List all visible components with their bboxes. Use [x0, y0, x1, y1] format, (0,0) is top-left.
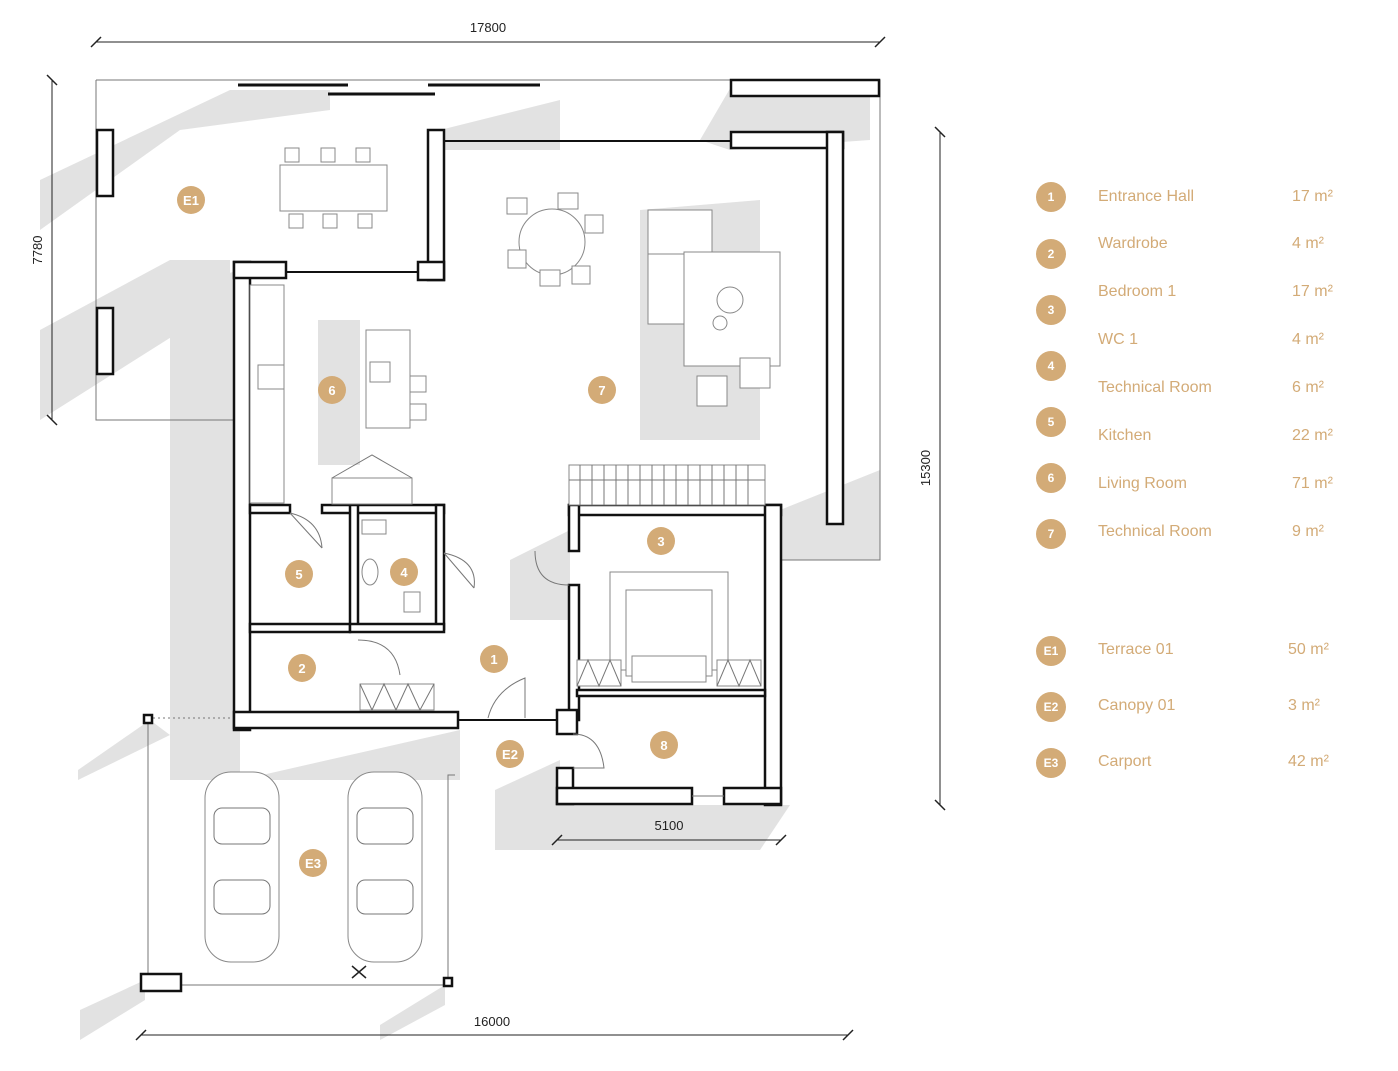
- badge-4: [390, 558, 418, 586]
- legend-name: Kitchen: [1098, 427, 1152, 444]
- badge-5-label: 5: [295, 567, 302, 582]
- legend-badge: 6: [1036, 463, 1066, 493]
- badge-7-label: 7: [598, 383, 605, 398]
- cars: [204, 771, 423, 979]
- badge-5: [285, 560, 313, 588]
- badge-8-label: 8: [660, 738, 667, 753]
- pergola-elements: [95, 78, 881, 993]
- legend-area: 42 m²: [1288, 753, 1329, 770]
- badge-6-label: 6: [328, 383, 335, 398]
- legend-badge: 7: [1036, 519, 1066, 549]
- badge-3: [647, 527, 675, 555]
- badge-e3-label: E3: [305, 856, 321, 871]
- legend-area: 4 m²: [1292, 235, 1324, 252]
- badge-e2-label: E2: [502, 747, 518, 762]
- badge-e1-label: E1: [183, 193, 199, 208]
- legend-name: WC 1: [1098, 331, 1138, 348]
- dim-top: 17800: [470, 20, 506, 35]
- badge-2-label: 2: [298, 661, 305, 676]
- doors: [289, 512, 724, 797]
- badge-8: [650, 731, 678, 759]
- legend-area: 9 m²: [1292, 523, 1324, 540]
- legend-row-carport: E3 Carport 42 m²: [1030, 748, 1390, 784]
- stairs: [568, 464, 766, 506]
- legend-name: Carport: [1098, 753, 1152, 770]
- walls: [232, 128, 845, 807]
- badge-e3: [299, 849, 327, 877]
- legend-name: Terrace 01: [1098, 641, 1174, 658]
- legend-row-bedroom-1: 3 Bedroom 1 17 m²: [1030, 278, 1390, 325]
- legend-row-terrace: E1 Terrace 01 50 m²: [1030, 636, 1390, 672]
- furniture: [249, 147, 781, 712]
- dim-bottom: 16000: [474, 1014, 510, 1029]
- legend-row-kitchen: 6 Kitchen 22 m²: [1030, 422, 1390, 493]
- legend-row-living-room: 7 Living Room 71 m²: [1030, 470, 1390, 549]
- legend-badge: 4: [1036, 351, 1066, 381]
- legend-area: 22 m²: [1292, 427, 1333, 444]
- legend-name: Technical Room: [1098, 379, 1212, 396]
- dim-left: 7780: [30, 236, 45, 265]
- badge-2: [288, 654, 316, 682]
- legend-name: Wardrobe: [1098, 235, 1168, 252]
- legend-badge: 3: [1036, 295, 1066, 325]
- badge-e2: [496, 740, 524, 768]
- legend-area: 17 m²: [1292, 283, 1333, 300]
- dimension-lines: [46, 36, 946, 1041]
- legend-row-wc-1: 4 WC 1 4 m²: [1030, 326, 1390, 381]
- legend-row-technical-room-2: Technical Room 9 m²: [1030, 518, 1390, 554]
- car-right: [347, 771, 423, 963]
- legend-name: Entrance Hall: [1098, 188, 1195, 205]
- badge-7: [588, 376, 616, 404]
- legend-badge: E2: [1036, 692, 1066, 722]
- legend-area: 4 m²: [1292, 331, 1324, 348]
- dim-middle: 5100: [655, 818, 684, 833]
- legend-area: 71 m²: [1292, 475, 1333, 492]
- badge-4-label: 4: [400, 565, 408, 580]
- legend-badge: 2: [1036, 239, 1066, 269]
- legend-badge: 1: [1036, 182, 1066, 212]
- legend-name: Bedroom 1: [1098, 283, 1177, 300]
- legend-badge: E1: [1036, 636, 1066, 666]
- legend-row-wardrobe: 2 Wardrobe 4 m²: [1030, 230, 1390, 269]
- legend-name: Living Room: [1098, 475, 1187, 492]
- room-badges: E1 6 7 3 5 4 2 1 E2 8 E3: [177, 186, 678, 877]
- legend-name: Canopy 01: [1098, 697, 1176, 714]
- legend-area: 17 m²: [1292, 188, 1333, 205]
- badge-6: [318, 376, 346, 404]
- legend-row-entrance-hall: 1 Entrance Hall 17 m²: [1030, 182, 1390, 218]
- car-left: [204, 771, 280, 963]
- legend-row-canopy: E2 Canopy 01 3 m²: [1030, 692, 1390, 728]
- legend-badge: 5: [1036, 407, 1066, 437]
- dimension-labels: 17800 7780 15300 5100 16000: [30, 20, 933, 1029]
- legend-row-technical-room: 5 Technical Room 6 m²: [1030, 374, 1390, 437]
- badge-3-label: 3: [657, 534, 664, 549]
- legend-area: 3 m²: [1288, 697, 1320, 714]
- legend-badge: E3: [1036, 748, 1066, 778]
- badge-1-label: 1: [490, 652, 497, 667]
- legend-area: 50 m²: [1288, 641, 1329, 658]
- badge-e1: [177, 186, 205, 214]
- shadow-layer: [40, 80, 880, 1040]
- legend-area: 6 m²: [1292, 379, 1324, 396]
- legend-name: Technical Room: [1098, 523, 1212, 540]
- dim-right: 15300: [918, 450, 933, 486]
- badge-1: [480, 645, 508, 673]
